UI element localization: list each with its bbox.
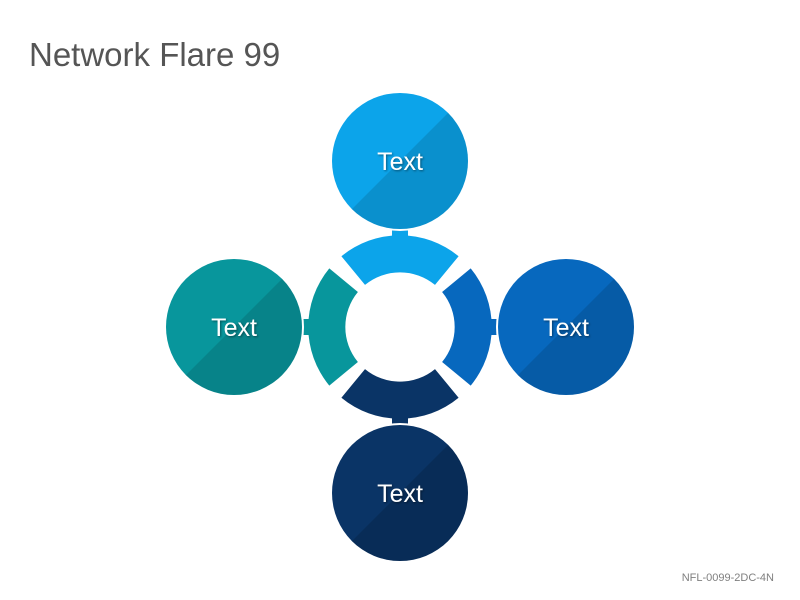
node-top-label: Text [377,148,423,176]
node-right: Text [496,257,636,397]
ring-segment-top [341,235,459,285]
ring-segment-right [442,268,492,386]
node-top: Text [330,91,470,231]
node-bottom-label: Text [377,480,423,508]
node-left: Text [164,257,304,397]
page-title: Network Flare 99 [29,36,281,73]
ring-segment-bottom [341,369,459,419]
ring-segment-left [308,268,358,386]
node-left-label: Text [211,314,257,342]
footer-code: NFL-0099-2DC-4N [681,572,774,584]
node-right-label: Text [543,314,589,342]
node-bottom: Text [330,423,470,563]
